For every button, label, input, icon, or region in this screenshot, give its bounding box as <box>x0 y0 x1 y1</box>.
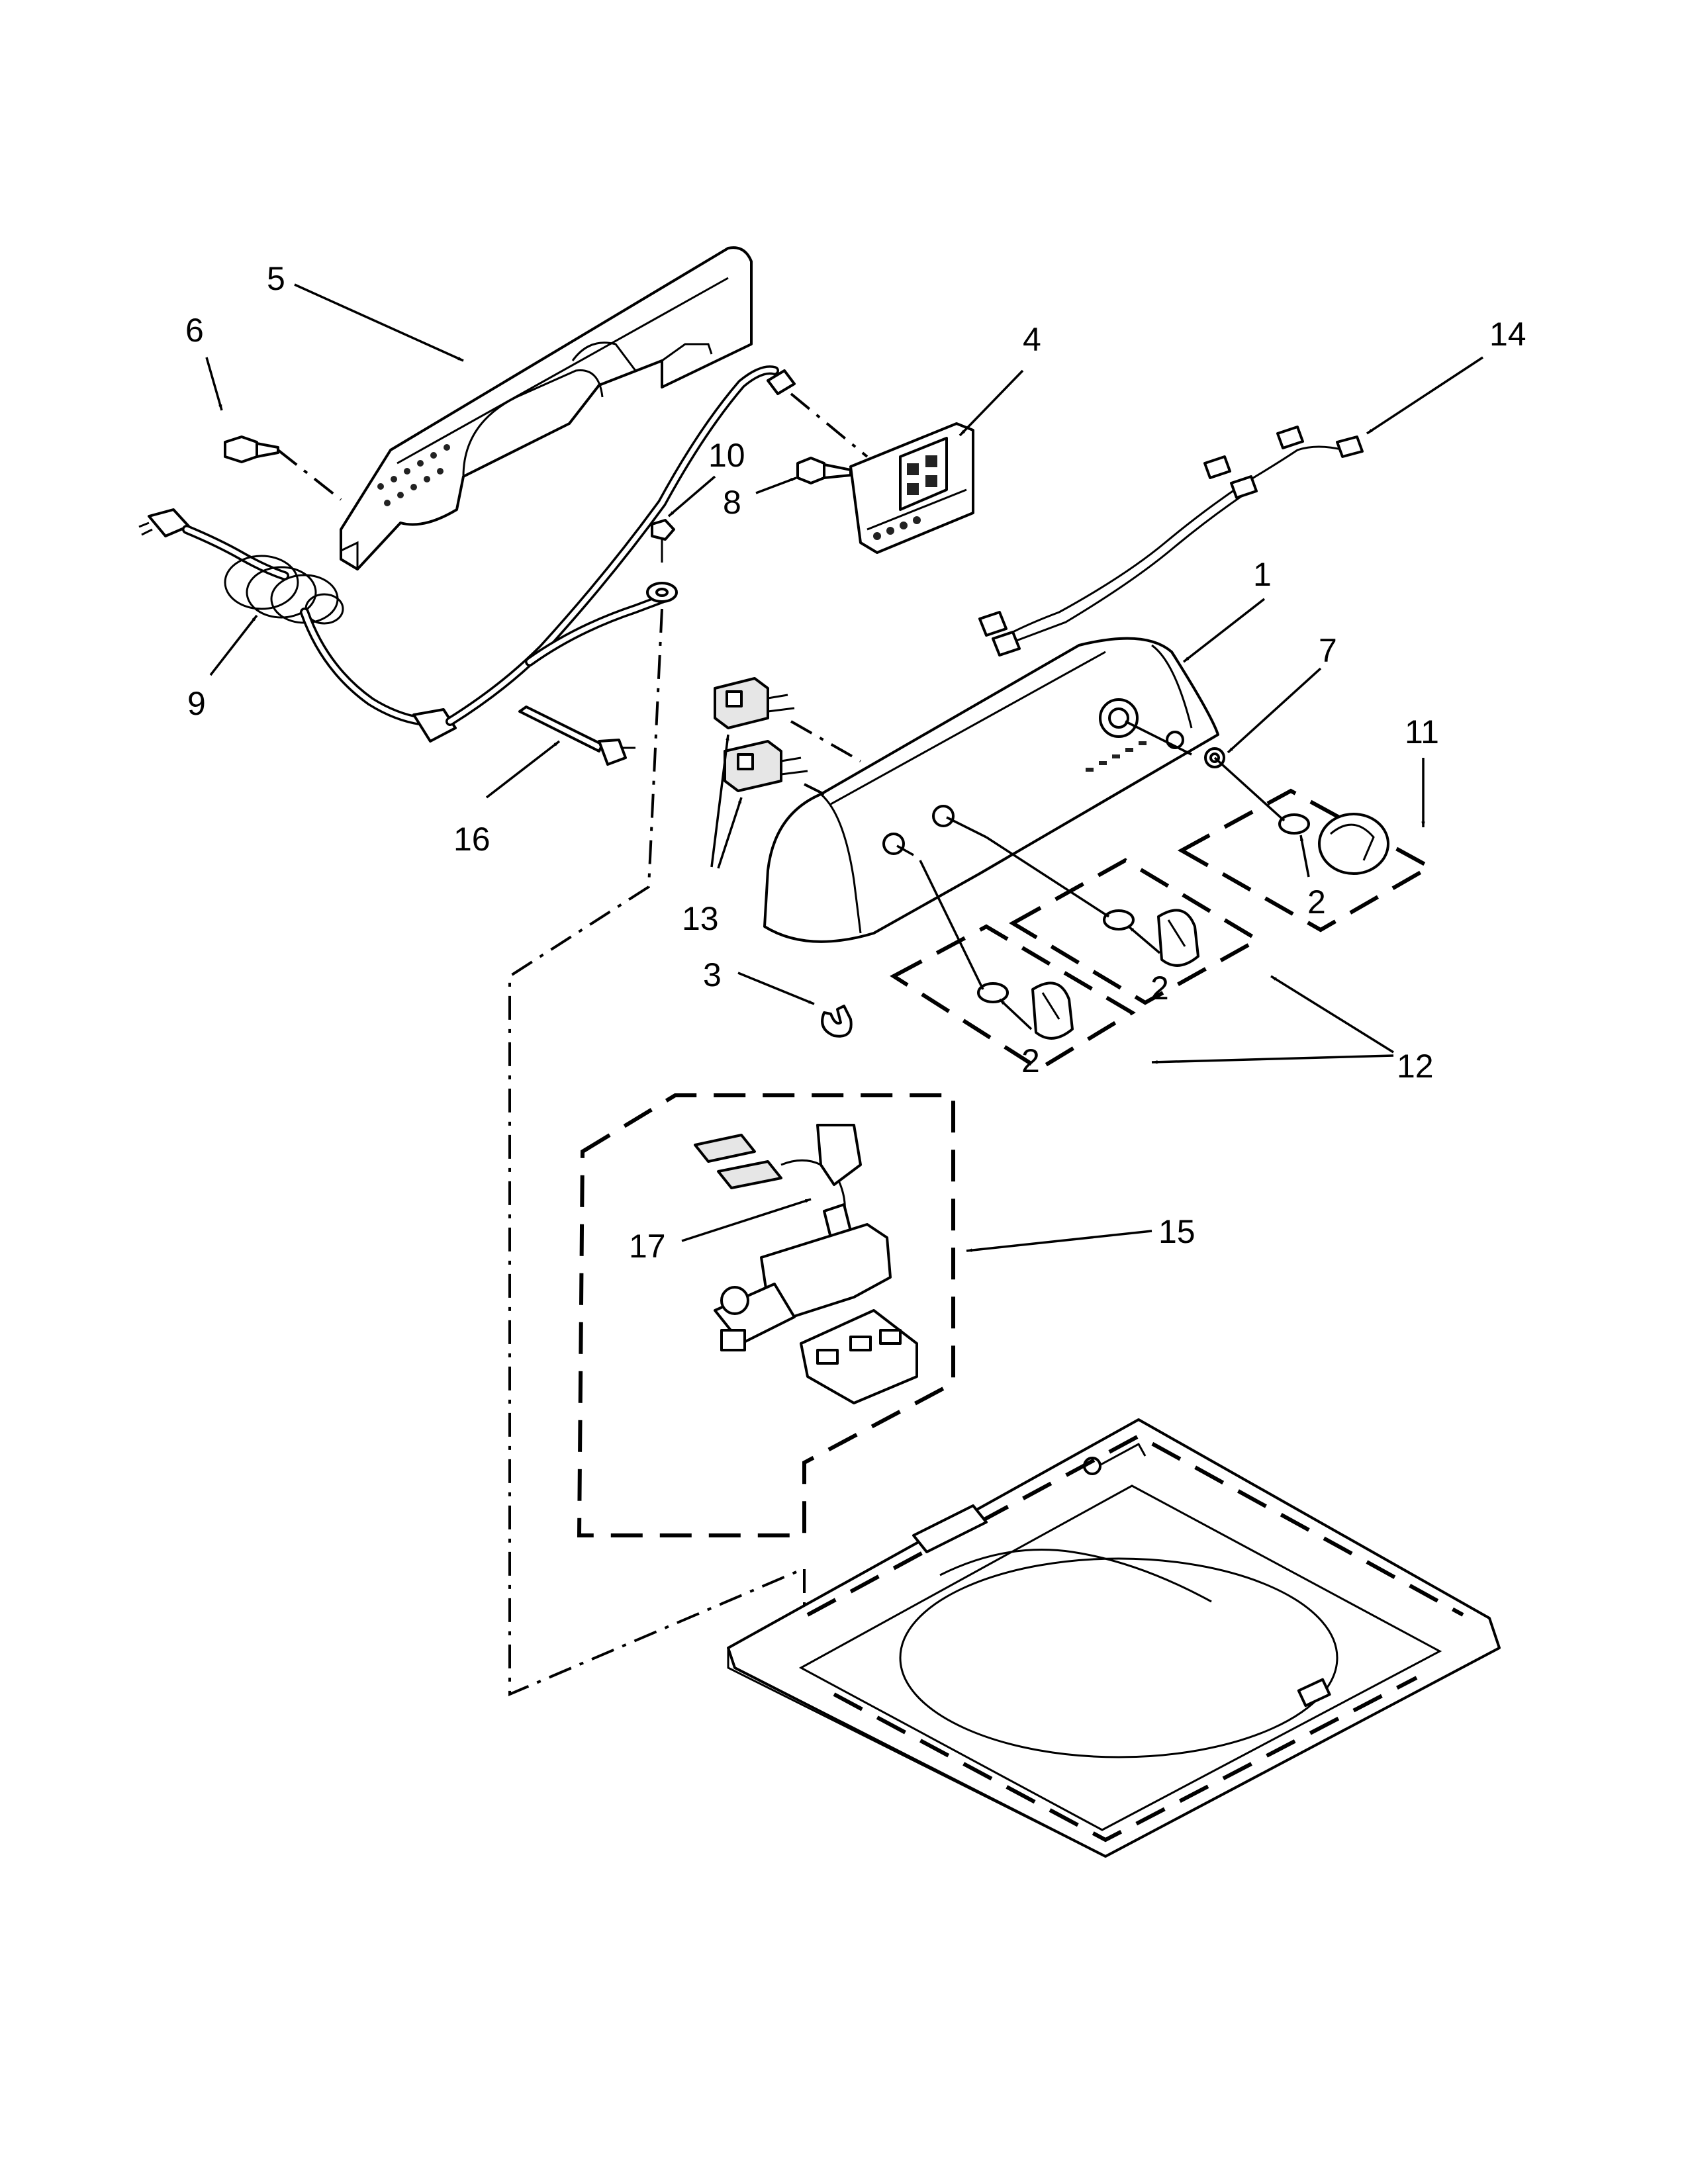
callout-14: 14 <box>1489 316 1526 353</box>
callout-4: 4 <box>1023 321 1041 358</box>
clip-part <box>821 1005 853 1038</box>
callout-2-right: 2 <box>1307 884 1326 921</box>
cabinet-top-part <box>727 1418 1501 1858</box>
callout-12: 12 <box>1397 1048 1434 1085</box>
callout-labels: 5 6 4 14 10 8 1 7 9 11 16 2 13 3 2 2 12 … <box>185 260 1526 1265</box>
callout-7: 7 <box>1319 632 1337 669</box>
sensor-part <box>694 1124 862 1245</box>
switch-part-upper <box>714 677 795 729</box>
vent-holes <box>377 444 450 506</box>
switch-part-lower <box>724 740 808 792</box>
callout-1: 1 <box>1253 556 1272 593</box>
screw-part-6 <box>224 435 279 463</box>
cable-tie-part <box>518 705 635 766</box>
callout-2-left: 2 <box>1021 1042 1040 1079</box>
callout-5: 5 <box>267 260 285 297</box>
callout-10: 10 <box>708 437 745 474</box>
valve-part <box>714 1223 918 1404</box>
knob-group-left <box>890 860 1136 1071</box>
power-cord-part <box>138 365 796 743</box>
callout-8: 8 <box>723 484 741 521</box>
callout-6: 6 <box>185 312 204 349</box>
ground-screw-part <box>646 519 678 603</box>
callout-3: 3 <box>703 956 722 993</box>
control-board-part <box>849 422 974 554</box>
knob-group-right <box>1177 756 1434 933</box>
wire-harness-part <box>978 426 1364 657</box>
callout-13: 13 <box>682 900 719 937</box>
knob-group-middle <box>986 836 1262 1005</box>
console-part <box>763 637 1219 943</box>
frame-dashed-edges <box>806 1433 1464 1843</box>
callout-2-middle: 2 <box>1150 970 1169 1007</box>
rear-panel-part <box>340 246 753 570</box>
screw-part-8 <box>796 457 852 484</box>
callout-9: 9 <box>187 685 206 722</box>
callout-16: 16 <box>453 821 491 858</box>
callout-15: 15 <box>1158 1213 1196 1250</box>
callout-11: 11 <box>1405 713 1439 751</box>
callout-17: 17 <box>629 1228 666 1265</box>
